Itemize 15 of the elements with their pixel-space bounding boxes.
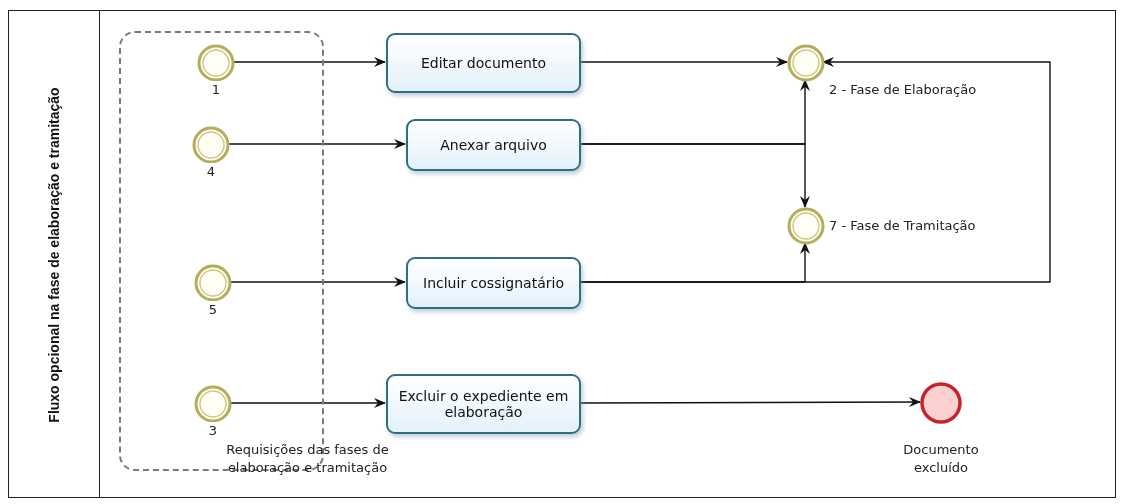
sequence-arrow	[229, 398, 386, 408]
sequence-arrow	[232, 57, 386, 67]
sequence-arrow	[579, 143, 810, 208]
task-box: Incluir cossignatário	[406, 257, 581, 309]
sequence-arrow	[227, 139, 406, 149]
sequence-arrow	[229, 277, 406, 287]
group-label: Requisições das fases de elaboração e tramitação	[225, 441, 390, 477]
task-box: Anexar arquivo	[406, 119, 581, 171]
task-box: Excluir o expediente em elaboração	[386, 374, 581, 434]
lane-title: Fluxo opcional na fase de elaboração e tramitação	[45, 86, 63, 425]
task-box: Editar documento	[386, 33, 581, 93]
sequence-arrow	[579, 57, 788, 67]
sequence-arrow	[579, 397, 921, 408]
sequence-arrow	[579, 57, 1051, 283]
pool	[8, 10, 1116, 498]
